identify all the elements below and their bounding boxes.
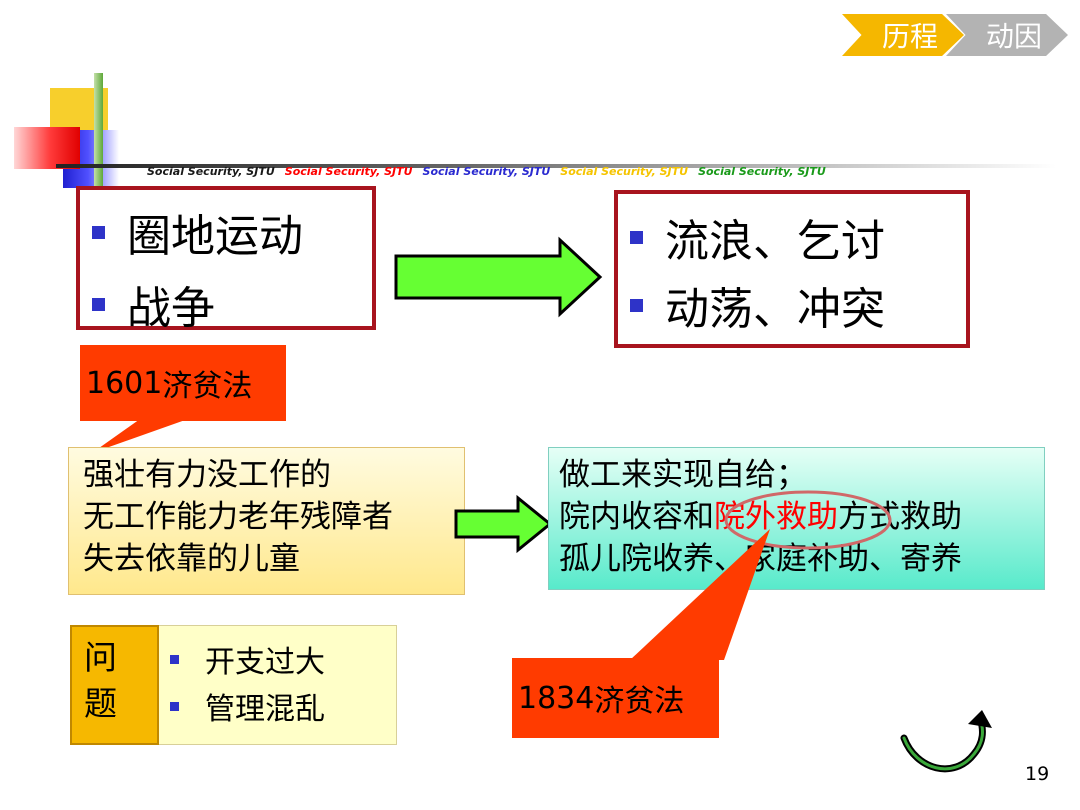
measure-line: 院内收容和院外救助方式救助 [559,499,962,535]
logo-red-square [14,127,80,169]
banner-text: Social Security, SJTU [147,165,275,178]
banner-text: Social Security, SJTU [560,165,689,178]
callout-tail-icon [92,419,188,453]
bullet-square-icon [170,654,179,664]
nav-chevron-current[interactable]: 历程 [842,14,964,56]
cause-item: 圈地运动 [92,200,303,264]
nav-chevron-next[interactable]: 动因 [946,14,1068,56]
banner-text: Social Security, SJTU [698,165,826,178]
measure-line: 做工来实现自给； [559,457,807,493]
highlight-ellipse [724,490,892,550]
problem-item: 管理混乱 [170,684,325,728]
group-item: 强壮有力没工作的 [83,457,331,493]
cause-item: 战争 [92,272,215,336]
return-arrow-icon[interactable] [898,708,998,786]
callout-tail-icon [630,529,770,660]
green-arrow-icon [454,494,553,554]
problem-item: 开支过大 [170,637,325,681]
effects-box [614,190,970,348]
bullet-square-icon [92,297,105,311]
bullet-square-icon [170,701,179,711]
bullet-square-icon [630,298,643,312]
banner-text: Social Security, SJTU [422,165,551,178]
nav-next-label: 动因 [985,20,1042,53]
causes-box [76,186,376,330]
banner-text: Social Security, SJTU [284,165,413,178]
social-security-banner: Social Security, SJTU Social Security, SJ… [147,165,836,178]
bullet-square-icon [630,230,643,244]
group-item: 失去依靠的儿童 [83,541,300,577]
bullet-square-icon [92,225,105,239]
logo-vertical-bar [94,73,103,191]
target-groups-box: 强壮有力没工作的 无工作能力老年残障者 失去依靠的儿童 [68,447,465,595]
group-item: 无工作能力老年残障者 [83,499,393,535]
problem-label: 问 题 [70,625,159,745]
nav-current-label: 历程 [881,20,938,53]
effect-item: 动荡、冲突 [630,273,885,337]
header-rule [56,164,1056,168]
effect-item: 流浪、乞讨 [630,205,885,269]
page-number: 19 [1025,763,1050,785]
outdoor-relief-highlight: 院外救助 [714,499,838,535]
green-arrow-icon [394,236,603,318]
